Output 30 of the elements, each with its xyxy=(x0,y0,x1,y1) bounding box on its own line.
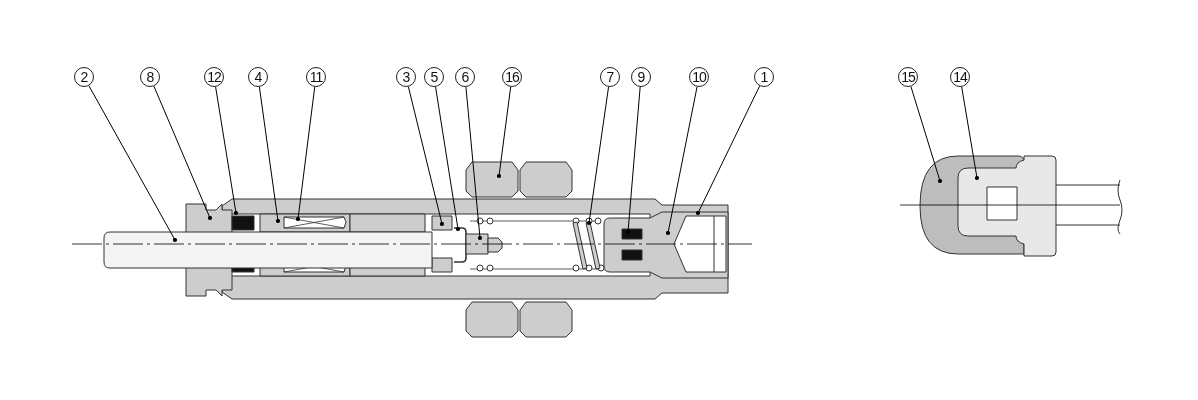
callout-number: 2 xyxy=(74,67,94,87)
leader-line xyxy=(153,85,213,221)
callout-number: 1 xyxy=(754,67,774,87)
leader-line xyxy=(295,86,316,222)
leader-line xyxy=(961,86,980,181)
leader-line xyxy=(258,86,281,224)
callout-number: 14 xyxy=(950,67,970,87)
callout-number: 9 xyxy=(631,67,651,87)
leader-line xyxy=(215,86,239,216)
callout-number: 11 xyxy=(306,67,326,87)
callout-number: 12 xyxy=(204,67,224,87)
leader-line xyxy=(695,85,761,216)
callout-number: 6 xyxy=(455,67,475,87)
leader-line xyxy=(910,86,943,184)
leader-line xyxy=(625,86,641,235)
leader-line xyxy=(435,86,461,232)
leader-line xyxy=(407,86,445,227)
callout-number: 4 xyxy=(248,67,268,87)
leader-line xyxy=(88,85,178,243)
callout-number: 10 xyxy=(689,67,709,87)
leader-line xyxy=(586,86,610,226)
callout-number: 15 xyxy=(898,67,918,87)
callout-number: 16 xyxy=(502,67,522,87)
leader-line xyxy=(465,86,483,241)
callout-number: 3 xyxy=(396,67,416,87)
leader-line xyxy=(496,86,512,179)
leader-line xyxy=(665,86,698,236)
callout-number: 5 xyxy=(424,67,444,87)
callout-number: 8 xyxy=(140,67,160,87)
callout-number: 7 xyxy=(600,67,620,87)
